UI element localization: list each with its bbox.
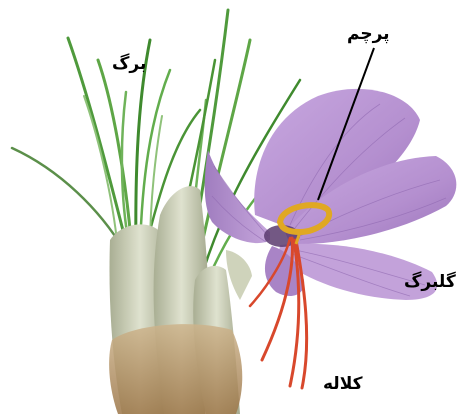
leaf-label: برگ bbox=[112, 56, 146, 73]
corm bbox=[109, 324, 242, 414]
stamen-label: پرچم bbox=[347, 26, 390, 43]
stigma-label: کلاله bbox=[323, 376, 363, 393]
petal-label: گلبرگ bbox=[404, 274, 456, 291]
